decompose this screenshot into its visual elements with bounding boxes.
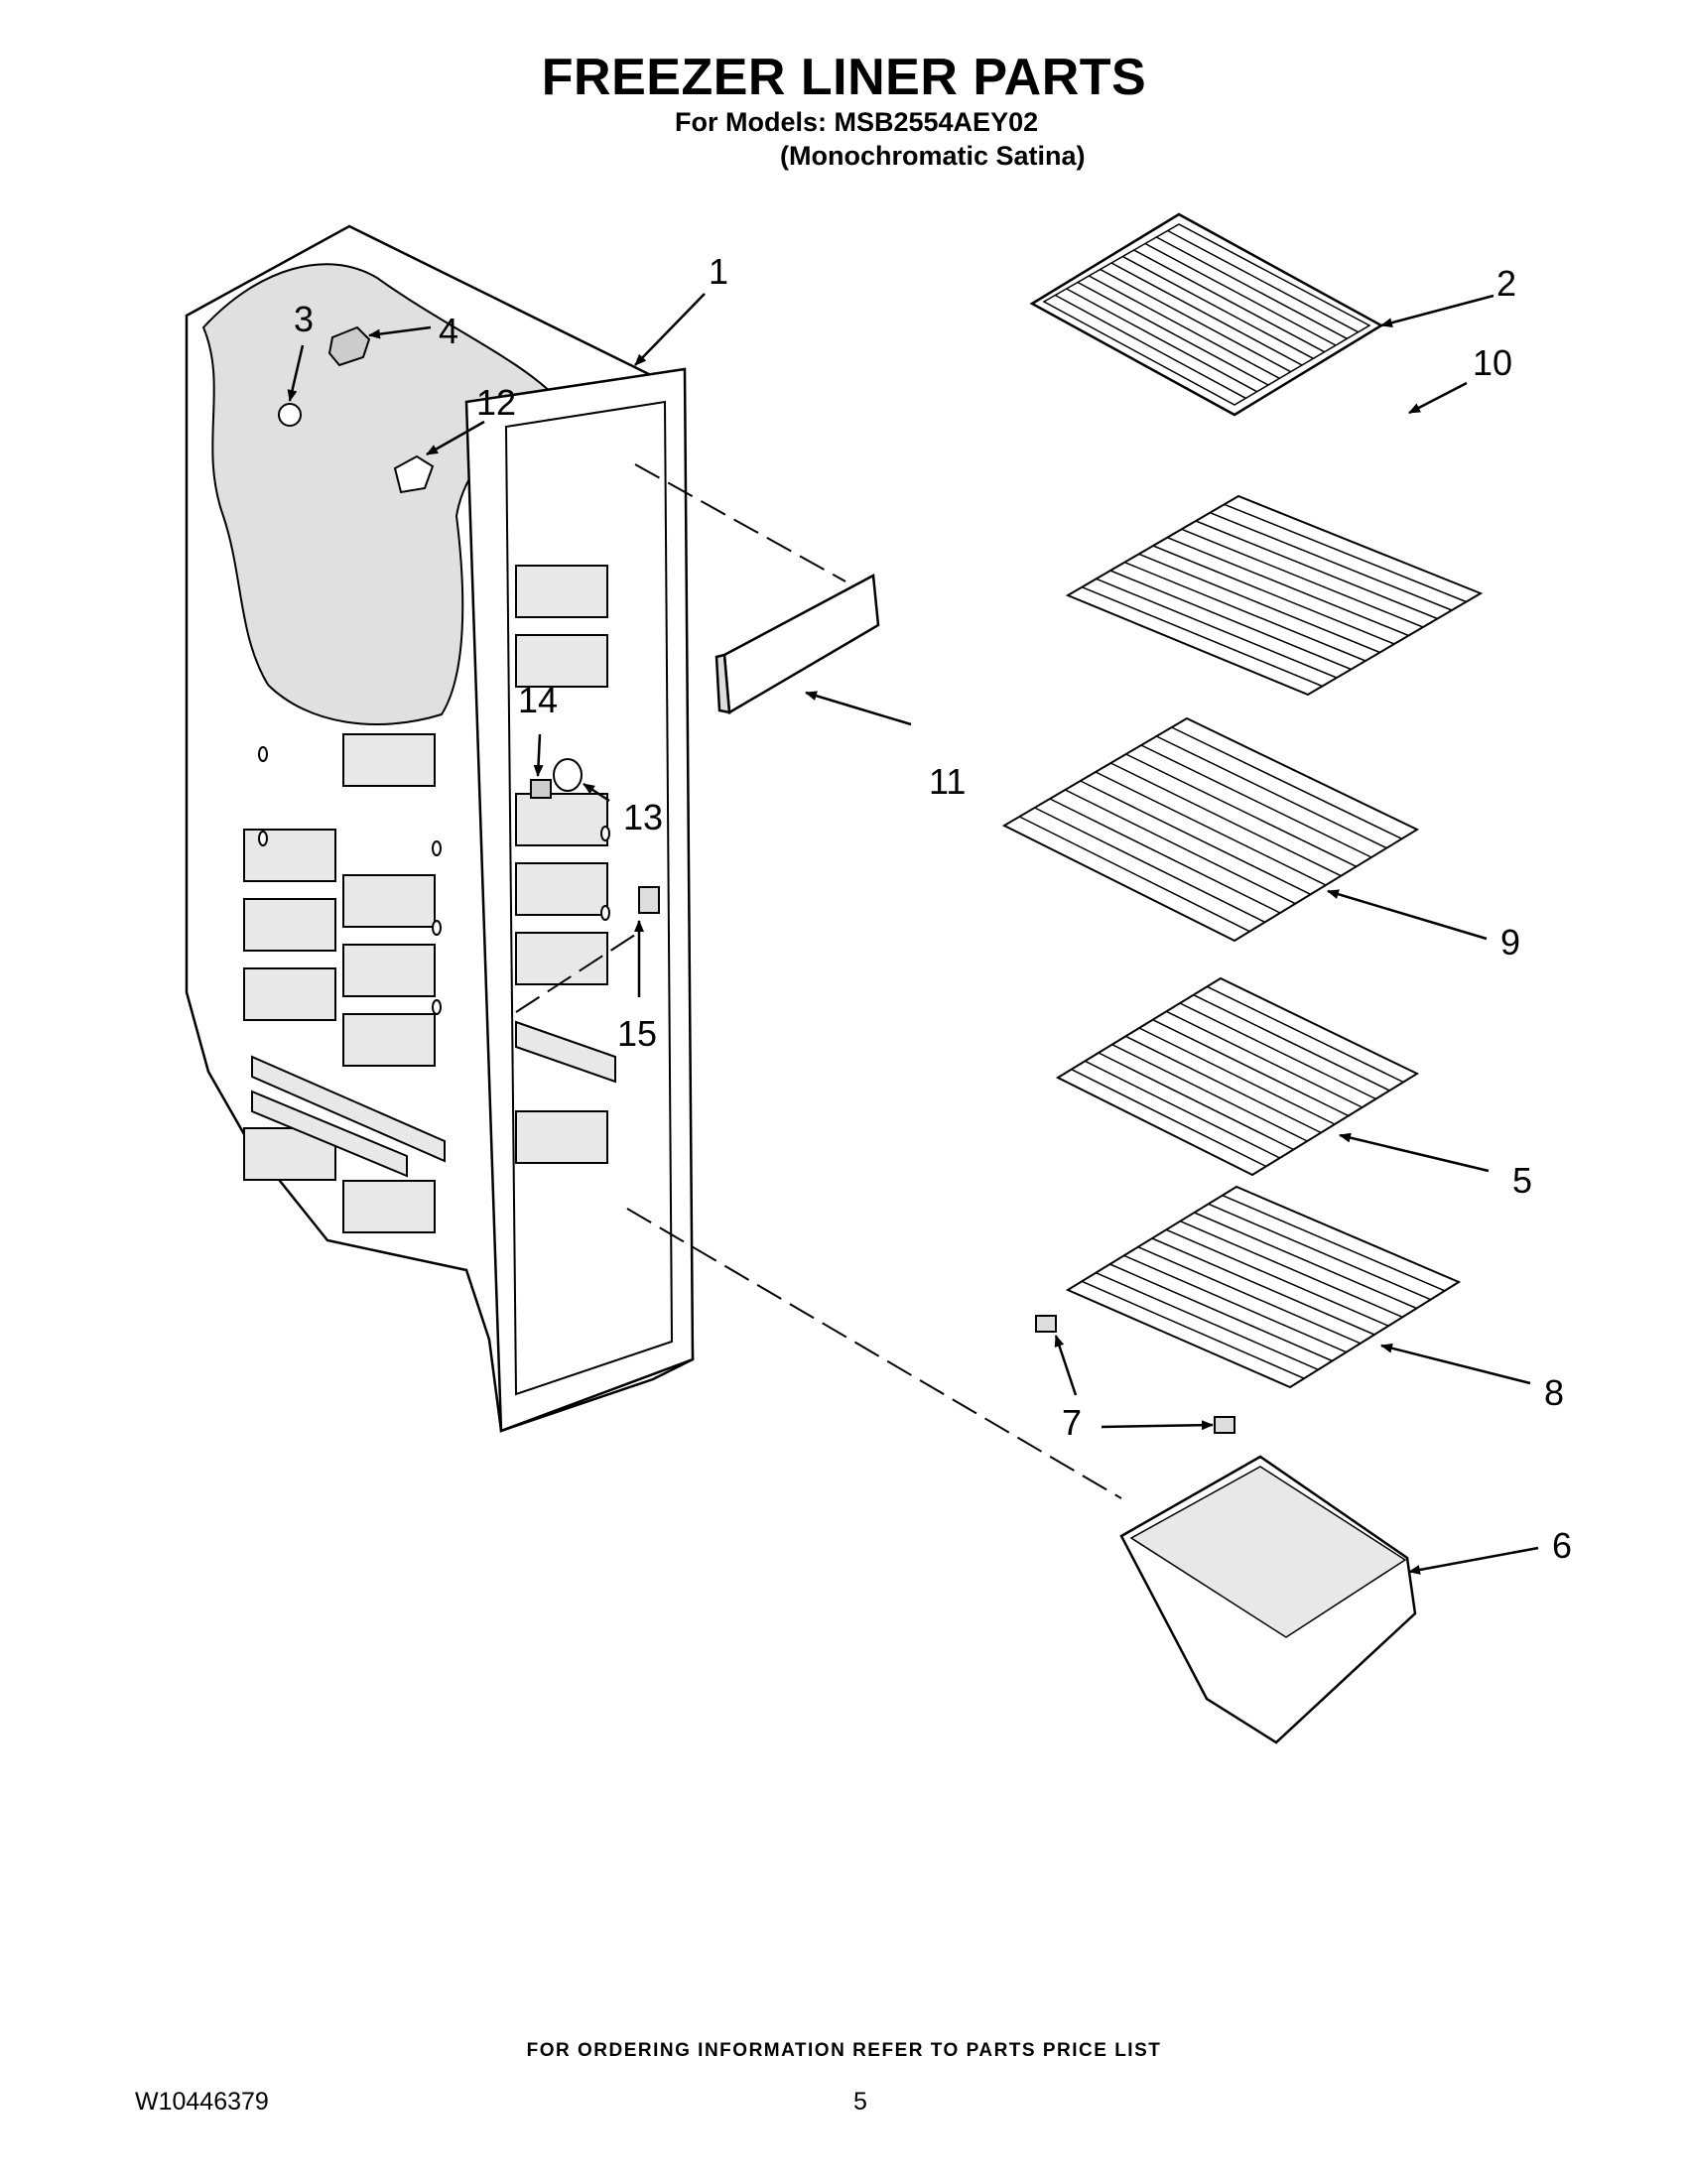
callout-4: 4	[439, 311, 458, 351]
air-duct-part-11	[714, 574, 880, 715]
shelf-wire	[1110, 762, 1342, 877]
shelf-wire	[1207, 985, 1404, 1084]
shelf-wire	[1034, 807, 1266, 924]
wire-shelf-part-8	[1065, 1185, 1462, 1389]
shelf-wire	[1125, 1035, 1322, 1134]
shelf-wire	[1167, 536, 1409, 637]
wire-shelf-part-9	[1001, 716, 1420, 943]
shelf-wire	[1167, 229, 1360, 333]
callout-14: 14	[518, 680, 558, 720]
wire-shelf-part-5	[1055, 976, 1420, 1177]
shelf-wire	[1049, 798, 1281, 914]
shelf-wire	[1152, 545, 1395, 645]
shelf-part-2	[1029, 212, 1384, 417]
shelf-wire	[1082, 585, 1323, 688]
shelf-wire	[1125, 753, 1357, 868]
shelf-wire	[1096, 578, 1338, 679]
switch-part-15	[638, 886, 660, 914]
shelf-wire	[1081, 1280, 1305, 1379]
diagram-title: FREEZER LINER PARTS	[541, 49, 1147, 106]
shelf-wire	[1210, 511, 1453, 611]
callout-3: 3	[294, 299, 314, 339]
shelf-wire	[1222, 1194, 1446, 1292]
shelf-wire	[1137, 1245, 1362, 1345]
page-number: 5	[853, 2088, 867, 2116]
shelf-wire	[1180, 1220, 1403, 1319]
light-bulb-part-3	[278, 403, 302, 427]
shelf-wire	[1100, 268, 1292, 373]
bracket-part-13	[553, 758, 583, 792]
shelf-wire	[1193, 993, 1390, 1092]
shelf-wire	[1124, 561, 1366, 662]
shelf-wire	[1098, 1052, 1294, 1151]
wire-shelf-part-10	[1065, 494, 1484, 697]
callout-11: 11	[929, 761, 966, 802]
shelf-stud-part-7	[1035, 1315, 1235, 1434]
document-number: W10446379	[135, 2088, 269, 2116]
shelf-wire	[1138, 1027, 1336, 1125]
callout-6: 6	[1552, 1525, 1572, 1566]
shelf-wire	[1077, 281, 1269, 386]
shelf-wire	[1133, 249, 1326, 353]
shelf-wire	[1179, 1002, 1376, 1100]
shelf-wire	[1095, 771, 1327, 886]
shelf-wire	[1054, 294, 1246, 399]
callout-5: 5	[1512, 1160, 1532, 1201]
callout-8: 8	[1544, 1372, 1564, 1413]
screw-part-14	[530, 779, 552, 799]
shelf-wire	[1155, 236, 1348, 339]
light-socket-part-4	[327, 325, 371, 367]
ordering-note: FOR ORDERING INFORMATION REFER TO PARTS …	[526, 2040, 1162, 2061]
shelf-wire	[1109, 1263, 1333, 1362]
shelf-wire	[1121, 255, 1314, 359]
shelf-wire	[1065, 789, 1296, 905]
shelf-wire	[1156, 735, 1387, 849]
shelf-wire	[1181, 528, 1424, 628]
shelf-wire	[1208, 1203, 1431, 1301]
shelf-wire	[1138, 553, 1380, 654]
shelf-wire	[1144, 242, 1337, 346]
callout-7: 7	[1062, 1402, 1082, 1443]
models-line: For Models: MSB2554AEY02	[675, 107, 1039, 137]
shelf-wire	[1166, 1010, 1363, 1108]
shelf-wire	[1088, 275, 1280, 379]
shelf-wire	[1080, 780, 1311, 896]
callout-13: 13	[623, 797, 663, 837]
clip-part-12	[393, 454, 435, 494]
shelf-wire	[1123, 1254, 1347, 1353]
freezer-liner	[185, 224, 695, 1433]
shelf-wire	[1111, 1043, 1308, 1142]
shelf-wire	[1195, 520, 1438, 620]
shelf-wire	[1109, 570, 1352, 671]
assembly-guides	[515, 463, 1122, 1499]
shelf-wire	[1152, 1018, 1350, 1117]
shelf-wire	[1224, 503, 1467, 603]
variant-line: (Monochromatic Satina)	[780, 141, 1086, 171]
shelf-wire	[1140, 744, 1372, 858]
callout-2: 2	[1496, 263, 1516, 304]
shelf-wire	[1194, 1212, 1417, 1310]
shelf-wire	[1066, 288, 1258, 393]
shelf-wire	[1165, 1228, 1389, 1327]
leader-lines	[287, 293, 1539, 1575]
shelf-wire	[1084, 1060, 1281, 1159]
shelf-wire	[1018, 816, 1250, 933]
shelf-wire	[1151, 1237, 1375, 1336]
shelf-wire	[1171, 726, 1402, 840]
shelf-wire	[1110, 262, 1303, 366]
callout-15: 15	[617, 1013, 657, 1054]
shelf-wire	[1096, 1271, 1319, 1371]
callout-12: 12	[476, 382, 516, 423]
shelf-wire	[1071, 1068, 1267, 1168]
callout-9: 9	[1500, 922, 1520, 963]
callout-10: 10	[1473, 342, 1512, 383]
storage-bin-part-6	[1119, 1455, 1417, 1744]
callout-1: 1	[709, 251, 728, 292]
